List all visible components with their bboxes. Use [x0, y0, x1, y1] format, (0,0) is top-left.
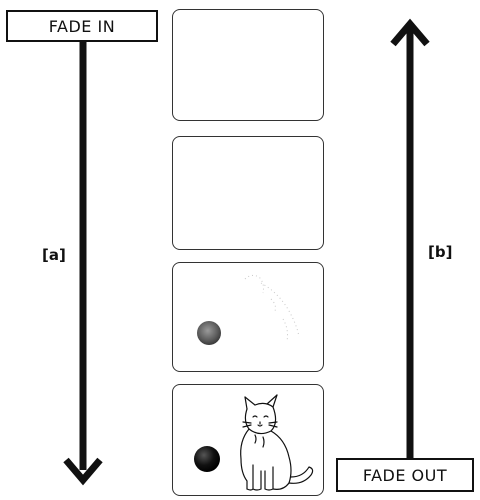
fade-in-label: FADE IN: [6, 10, 158, 42]
arrow-b-up: [390, 18, 430, 458]
cat-icon: [240, 394, 314, 491]
frame-4-art: [194, 394, 314, 491]
ball-icon: [194, 446, 220, 472]
frame-2-empty: [172, 136, 324, 250]
frame-4-full: [172, 384, 324, 496]
frame-3-fading: [172, 262, 324, 372]
faint-ball-icon: [197, 321, 221, 345]
fade-out-label: FADE OUT: [336, 458, 474, 492]
arrow-a-down: [63, 42, 103, 486]
frame-3-art: [197, 274, 300, 345]
arrow-a-label: [a]: [42, 246, 66, 264]
frame-1-empty: [172, 9, 324, 121]
faint-cat-icon: [244, 274, 300, 342]
arrow-b-label: [b]: [428, 243, 453, 261]
